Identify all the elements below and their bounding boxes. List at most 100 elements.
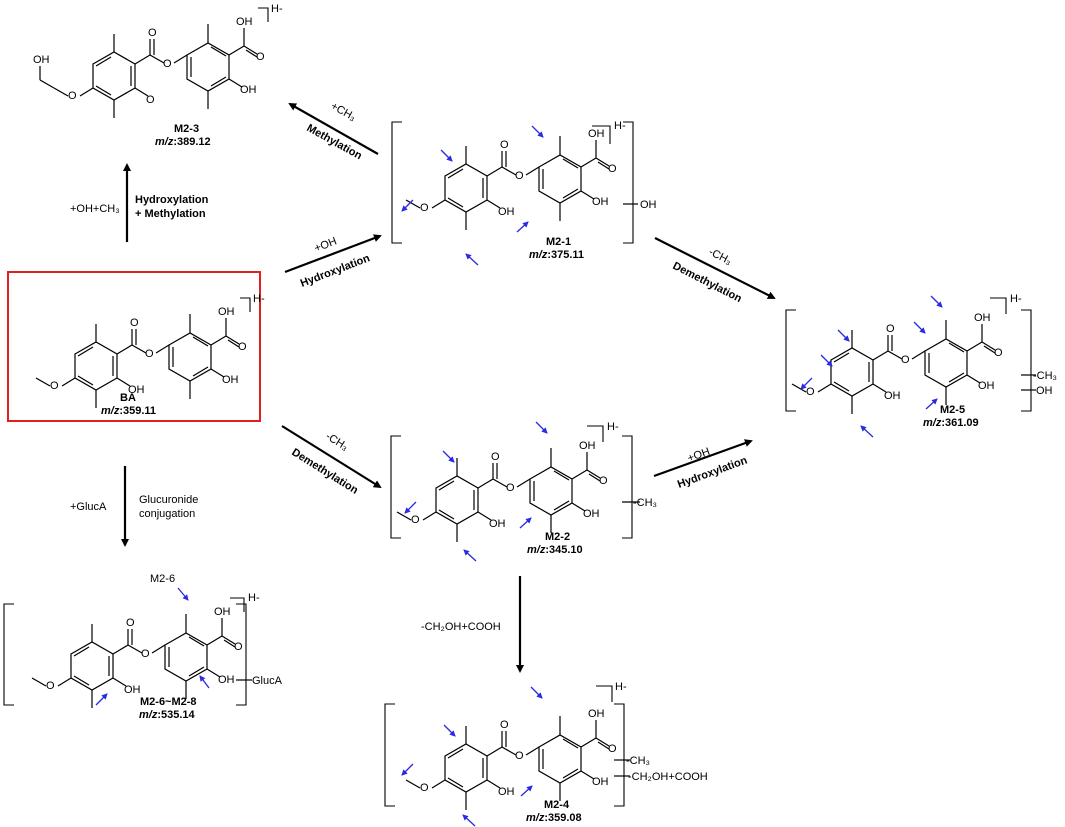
svg-text:O: O <box>46 680 55 692</box>
rxn-name-ba-to-m2-3-l2: + Methylation <box>135 208 206 220</box>
m2-6-label: M2-6~M2-8 <box>140 696 197 708</box>
svg-text:OH: OH <box>218 306 235 318</box>
svg-text:OH: OH <box>33 54 50 66</box>
svg-text:O: O <box>608 743 617 755</box>
ba-label: BA <box>120 392 136 404</box>
m2-5-label: M2-5 <box>940 404 965 416</box>
m2-1-structure: O OH O O OH O OH H- <box>405 120 626 231</box>
svg-text:O: O <box>163 58 172 70</box>
reagent-ba-to-m2-2: -CH₃ <box>323 430 350 453</box>
svg-text:O: O <box>130 317 139 329</box>
m2-3-mz: m/z:389.12 <box>155 136 211 148</box>
svg-text:O: O <box>234 641 243 653</box>
svg-text:H-: H- <box>248 592 260 604</box>
svg-text:OH: OH <box>124 684 141 696</box>
svg-text:O: O <box>994 347 1003 359</box>
m2-1-site-arrows <box>401 125 544 266</box>
svg-text:O: O <box>500 139 509 151</box>
svg-text:OH: OH <box>240 84 257 96</box>
m2-2-site-arrows <box>404 421 548 562</box>
rxn-name-m2-1-to-m2-5: Demethylation <box>671 260 744 305</box>
reagent-m2-1-to-m2-5: -CH₃ <box>707 246 734 268</box>
rxn-name-m2-2-to-m2-5: Hydroxylation <box>676 454 749 490</box>
m2-6-modification: GlucA <box>252 675 283 687</box>
svg-text:OH: OH <box>978 380 995 392</box>
svg-text:O: O <box>146 94 155 106</box>
svg-text:H-: H- <box>1010 293 1022 305</box>
arrow-m2-1-to-m2-5 <box>654 237 776 299</box>
ba-structure: O OH O O OH O OH H- <box>35 293 265 409</box>
m2-6-site-label: M2-6 <box>150 573 175 585</box>
m2-3-label: M2-3 <box>174 123 199 135</box>
m2-5-site-arrows <box>800 295 943 438</box>
svg-text:O: O <box>148 27 157 39</box>
m2-4-modification-2: -CH₂OH+COOH <box>628 771 708 783</box>
svg-text:O: O <box>901 354 910 366</box>
svg-text:OH: OH <box>588 128 605 140</box>
m2-3-structure: OH O O O O OH O OH H- <box>33 3 283 119</box>
svg-text:O: O <box>411 514 420 526</box>
arrow-ba-to-m2-1 <box>284 234 382 274</box>
m2-2-modification: -CH₃ <box>633 497 657 509</box>
rxn-name-ba-to-m2-6-l2: conjugation <box>139 508 195 520</box>
svg-text:OH: OH <box>236 16 253 28</box>
m2-1-mz: m/z:375.11 <box>529 249 584 261</box>
svg-text:O: O <box>599 475 608 487</box>
m2-4-mz: m/z:359.08 <box>526 812 582 824</box>
svg-text:O: O <box>141 648 150 660</box>
m2-2-mz: m/z:345.10 <box>527 544 583 556</box>
svg-text:OH: OH <box>222 374 239 386</box>
rxn-name-ba-to-m2-3-l1: Hydroxylation <box>135 194 209 206</box>
m2-4-site-arrows <box>401 686 543 827</box>
svg-text:O: O <box>806 386 815 398</box>
svg-text:OH: OH <box>214 606 231 618</box>
m2-2-structure: O OH O O OH O OH H- <box>396 421 619 543</box>
svg-text:O: O <box>500 719 509 731</box>
rxn-name-ba-to-m2-6-l1: Glucuronide <box>139 494 198 506</box>
m2-4-modification-1: -CH₃ <box>626 755 650 767</box>
svg-text:H-: H- <box>615 681 627 693</box>
svg-text:OH: OH <box>884 390 901 402</box>
svg-text:O: O <box>491 451 500 463</box>
ba-highlight-box <box>7 271 261 422</box>
svg-text:O: O <box>515 750 524 762</box>
arrow-m2-2-to-m2-5 <box>653 439 753 478</box>
ba-mz: m/z:359.11 <box>101 405 156 417</box>
svg-text:OH: OH <box>592 196 609 208</box>
svg-text:O: O <box>886 323 895 335</box>
m2-5-modification-2: OH <box>1036 385 1053 397</box>
svg-text:OH: OH <box>489 518 506 530</box>
m2-1-label: M2-1 <box>546 236 571 248</box>
svg-text:H-: H- <box>271 3 283 15</box>
svg-text:O: O <box>145 348 154 360</box>
reagent-m2-1-to-m2-3: +CH₃ <box>329 100 358 123</box>
svg-text:O: O <box>515 170 524 182</box>
svg-text:O: O <box>68 90 77 102</box>
svg-text:OH: OH <box>583 508 600 520</box>
reagent-ba-to-m2-6: +GlucA <box>70 501 107 513</box>
m2-4-structure: O OH O O OH O OH H- <box>405 681 627 811</box>
svg-text:OH: OH <box>498 206 515 218</box>
reagent-m2-2-to-m2-5: +OH <box>686 446 712 465</box>
svg-text:H-: H- <box>614 120 626 132</box>
m2-6-structure: O OH O O OH O OH H- <box>31 592 260 709</box>
svg-text:OH: OH <box>588 708 605 720</box>
m2-4-label: M2-4 <box>544 799 570 811</box>
reagent-ba-to-m2-1: +OH <box>313 235 339 254</box>
svg-text:O: O <box>238 341 247 353</box>
m2-5-mz: m/z:361.09 <box>923 417 979 429</box>
svg-text:O: O <box>420 782 429 794</box>
svg-text:OH: OH <box>579 440 596 452</box>
m2-2-label: M2-2 <box>545 531 570 543</box>
svg-text:OH: OH <box>498 786 515 798</box>
svg-text:O: O <box>50 380 59 392</box>
svg-text:OH: OH <box>974 312 991 324</box>
svg-text:O: O <box>506 482 515 494</box>
arrow-ba-to-m2-2 <box>281 425 382 489</box>
svg-text:O: O <box>256 51 265 63</box>
svg-text:H-: H- <box>607 421 619 433</box>
m2-6-mz: m/z:535.14 <box>139 709 196 721</box>
svg-text:O: O <box>608 163 617 175</box>
svg-text:O: O <box>126 617 135 629</box>
